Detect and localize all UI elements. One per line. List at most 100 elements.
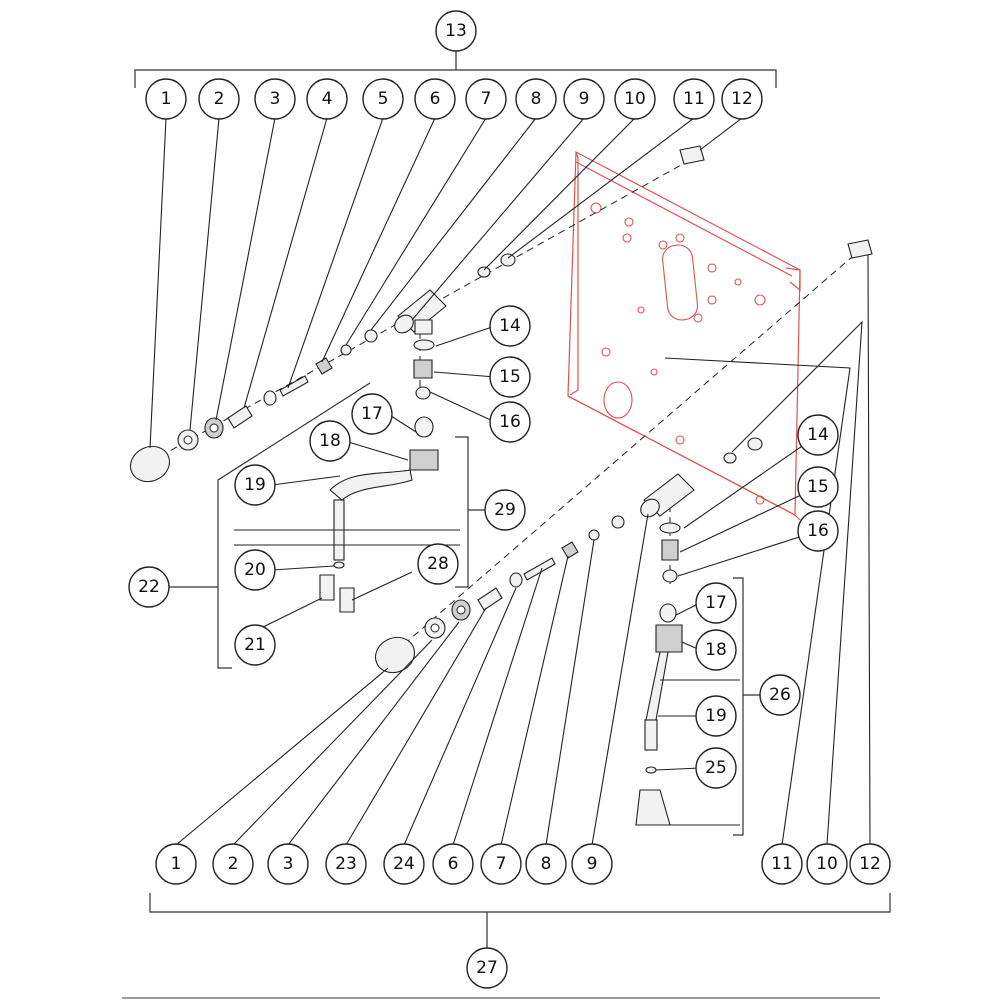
svg-text:23: 23	[335, 854, 357, 874]
callout-4-top: 4	[306, 78, 348, 120]
callout-24: 24	[383, 843, 425, 885]
lower-bushing	[477, 587, 503, 611]
lower-spout-tip	[659, 603, 677, 623]
top-leaders	[149, 117, 743, 449]
callout-16-lower: 16	[797, 510, 839, 552]
svg-text:16: 16	[499, 412, 521, 432]
top-group-bracket	[134, 48, 777, 88]
callout-1-top: 1	[145, 78, 187, 120]
svg-text:1: 1	[171, 854, 182, 874]
svg-text:11: 11	[771, 854, 793, 874]
lower-gasket	[659, 522, 681, 534]
svg-text:15: 15	[807, 477, 829, 497]
svg-text:2: 2	[214, 89, 225, 109]
upper-small-nut	[500, 253, 516, 267]
callout-14-upper: 14	[489, 305, 531, 347]
callout-27: 27	[466, 947, 508, 989]
upper-side-leaders	[256, 325, 496, 631]
svg-text:7: 7	[481, 89, 492, 109]
lower-oring	[509, 572, 523, 588]
lower-small-nut	[747, 437, 763, 451]
svg-text:17: 17	[361, 404, 383, 424]
callout-2-top: 2	[198, 78, 240, 120]
callout-19-lower: 19	[695, 695, 737, 737]
svg-text:17: 17	[705, 593, 727, 613]
lower-spout-cone	[635, 789, 671, 826]
callout-5-top: 5	[362, 78, 404, 120]
lower-small-washer	[723, 452, 737, 464]
callout-16-upper: 16	[489, 401, 531, 443]
lower-fitting	[847, 239, 873, 259]
spout-tip-b	[339, 587, 355, 613]
callout-8-top: 8	[515, 78, 557, 120]
svg-text:18: 18	[705, 640, 727, 660]
upper-bushing	[227, 405, 253, 429]
mounting-panel	[567, 151, 801, 521]
spout-hose	[329, 469, 413, 501]
svg-text:25: 25	[705, 758, 727, 778]
callout-7-bottom: 7	[480, 843, 522, 885]
callout-18-upper: 18	[309, 420, 351, 462]
callout-20: 20	[234, 549, 276, 591]
group-bracket-22	[168, 382, 371, 669]
upper-gasket	[413, 339, 435, 351]
lower-assembly-axis	[394, 249, 861, 653]
svg-text:3: 3	[283, 854, 294, 874]
callout-11-bottom: 11	[761, 843, 803, 885]
upper-seat	[340, 344, 352, 356]
lower-spout-washer	[645, 766, 657, 774]
upper-stem	[279, 375, 309, 397]
upper-oring	[263, 390, 277, 406]
callout-17-upper: 17	[351, 393, 393, 435]
svg-text:12: 12	[859, 854, 881, 874]
svg-text:10: 10	[816, 854, 838, 874]
svg-text:10: 10	[624, 89, 646, 109]
svg-text:19: 19	[244, 475, 266, 495]
upper-fitting	[679, 145, 705, 165]
lower-spring-2	[661, 539, 679, 561]
spout-group-22	[234, 416, 460, 613]
svg-text:1: 1	[161, 89, 172, 109]
lower-spring	[561, 541, 579, 559]
svg-text:7: 7	[496, 854, 507, 874]
svg-text:12: 12	[731, 89, 753, 109]
callout-9-bottom: 9	[571, 843, 613, 885]
spout-washer	[333, 561, 345, 569]
callout-28: 28	[417, 543, 459, 585]
callout-29: 29	[484, 489, 526, 531]
svg-text:2: 2	[228, 854, 239, 874]
svg-text:18: 18	[319, 431, 341, 451]
callout-14-lower: 14	[797, 414, 839, 456]
svg-text:24: 24	[393, 854, 415, 874]
callout-18-lower: 18	[695, 629, 737, 671]
callout-21: 21	[234, 624, 276, 666]
bottom-leaders	[175, 254, 871, 846]
svg-text:27: 27	[476, 958, 498, 978]
upper-cap	[415, 386, 431, 400]
callout-12-top: 12	[721, 78, 763, 120]
svg-text:5: 5	[378, 89, 389, 109]
callout-17-lower: 17	[695, 582, 737, 624]
svg-text:22: 22	[138, 577, 160, 597]
callout-15-lower: 15	[797, 466, 839, 508]
svg-text:20: 20	[244, 560, 266, 580]
lower-washer	[611, 515, 625, 529]
group-bracket-26	[733, 577, 760, 836]
spout-tip-a	[319, 574, 335, 601]
svg-text:14: 14	[499, 316, 521, 336]
upper-washer	[364, 329, 378, 343]
callout-9-top: 9	[563, 78, 605, 120]
callout-12-bottom: 12	[849, 843, 891, 885]
svg-text:8: 8	[531, 89, 542, 109]
callout-15-upper: 15	[489, 356, 531, 398]
upper-spring-2	[413, 359, 433, 379]
svg-text:21: 21	[244, 635, 266, 655]
svg-text:28: 28	[427, 554, 449, 574]
callout-10-bottom: 10	[806, 843, 848, 885]
callout-26: 26	[759, 674, 801, 716]
svg-text:19: 19	[705, 706, 727, 726]
upper-knob	[129, 445, 171, 483]
upper-small-washer	[477, 266, 491, 278]
svg-text:3: 3	[270, 89, 281, 109]
svg-text:9: 9	[587, 854, 598, 874]
